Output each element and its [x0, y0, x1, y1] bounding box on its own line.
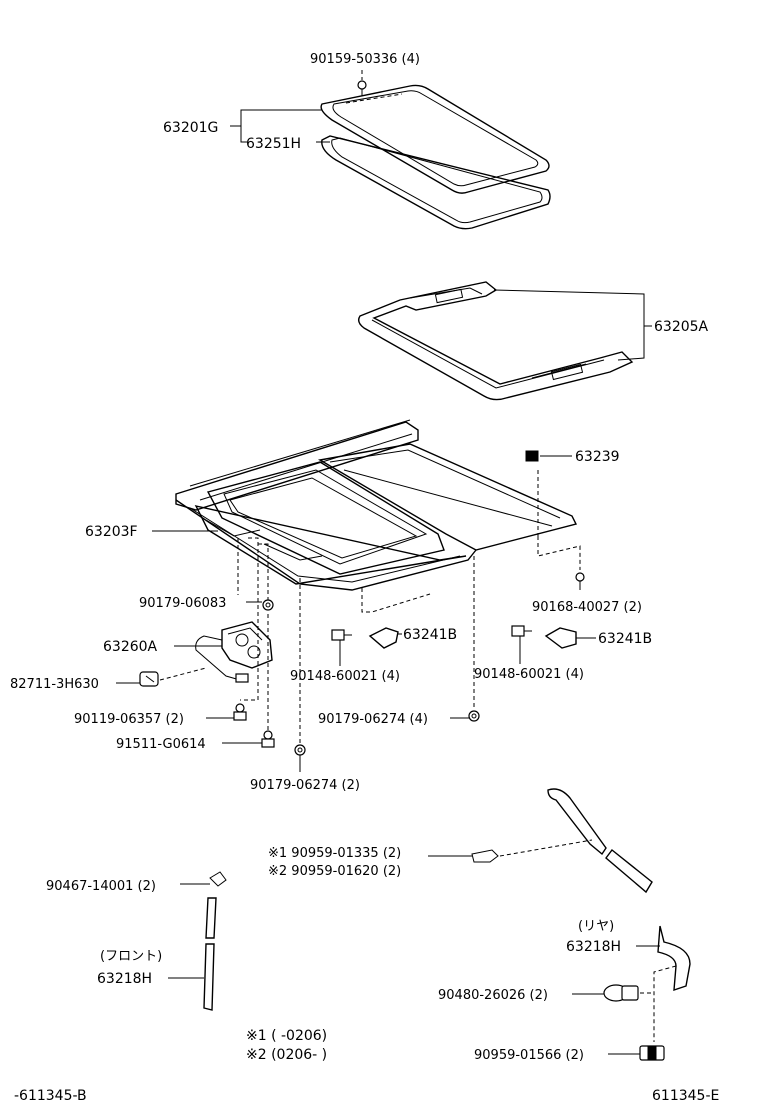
label-63218H-front: 63218H: [97, 971, 152, 987]
label-90959-01620: ※2 90959-01620 (2): [268, 864, 401, 879]
drain-hose-front: [203, 897, 217, 1011]
label-90480-26026: 90480-26026 (2): [438, 988, 548, 1003]
sunroof-housing-frame: [357, 281, 634, 401]
clamp-82711-3H630: [139, 667, 207, 687]
screw-90168-40027: [575, 572, 585, 590]
drain-hose-rear-upper: [547, 788, 653, 894]
label-90119-06357: 90119-06357 (2): [74, 712, 184, 727]
label-63241B-left: 63241B: [403, 627, 457, 643]
label-front: (フロント): [100, 949, 162, 964]
label-90179-06083: 90179-06083: [139, 596, 226, 611]
screw-90159-50336: [357, 70, 367, 96]
note-1: ※1 ( -0206): [246, 1028, 327, 1044]
label-63218H-rear: 63218H: [566, 939, 621, 955]
note-2: ※2 (0206- ): [246, 1047, 327, 1063]
clamp-90959-01335: [471, 839, 593, 863]
label-90179-06274-bottom: 90179-06274 (2): [250, 778, 360, 793]
label-rear: (リヤ): [578, 919, 614, 934]
nut-90179-06083: [262, 599, 274, 611]
label-63239: 63239: [575, 449, 620, 465]
bolt-91511-G0614: [261, 730, 275, 748]
clip-90467-14001: [180, 871, 227, 887]
sunroof-frame-assembly: [175, 419, 578, 591]
clamp-90959-01566: [639, 1045, 665, 1061]
label-63203F: 63203F: [85, 524, 138, 540]
footer-right-code: 611345-E: [652, 1088, 719, 1104]
clip-63239: [525, 450, 572, 462]
label-90959-01335: ※1 90959-01335 (2): [268, 846, 401, 861]
label-90159-50336: 90159-50336 (4): [310, 52, 420, 67]
bracket-63241B-right: [544, 627, 596, 649]
nut-90179-06274-bottom: [294, 744, 306, 772]
label-91511-G0614: 91511-G0614: [116, 737, 206, 752]
grommet-90480-26026: [603, 984, 654, 1002]
label-90179-06274-mid: 90179-06274 (4): [318, 712, 428, 727]
drive-motor-63260A: [195, 621, 273, 683]
label-63241B-right: 63241B: [598, 631, 652, 647]
sliding-roof-glass: [320, 84, 550, 194]
label-63205A: 63205A: [654, 319, 709, 335]
label-90959-01566: 90959-01566 (2): [474, 1048, 584, 1063]
drain-hose-rear-lower: [657, 925, 691, 991]
bolt-90148-60021-left: [331, 629, 352, 666]
label-90148-60021-left: 90148-60021 (4): [290, 669, 400, 684]
nut-90179-06274-mid: [468, 710, 480, 722]
roof-weatherstrip: [321, 135, 551, 230]
footer-left-code: -611345-B: [14, 1088, 87, 1104]
label-90467-14001: 90467-14001 (2): [46, 879, 156, 894]
label-63251H: 63251H: [246, 136, 301, 152]
bracket-63241B-left: [368, 627, 402, 649]
bolt-90148-60021-right: [511, 625, 532, 664]
label-63201G: 63201G: [163, 120, 218, 136]
label-90148-60021-right: 90148-60021 (4): [474, 667, 584, 682]
label-82711-3H630: 82711-3H630: [10, 677, 99, 692]
bolt-90119-06357: [233, 703, 247, 721]
label-63260A: 63260A: [103, 639, 158, 655]
label-90168-40027: 90168-40027 (2): [532, 600, 642, 615]
